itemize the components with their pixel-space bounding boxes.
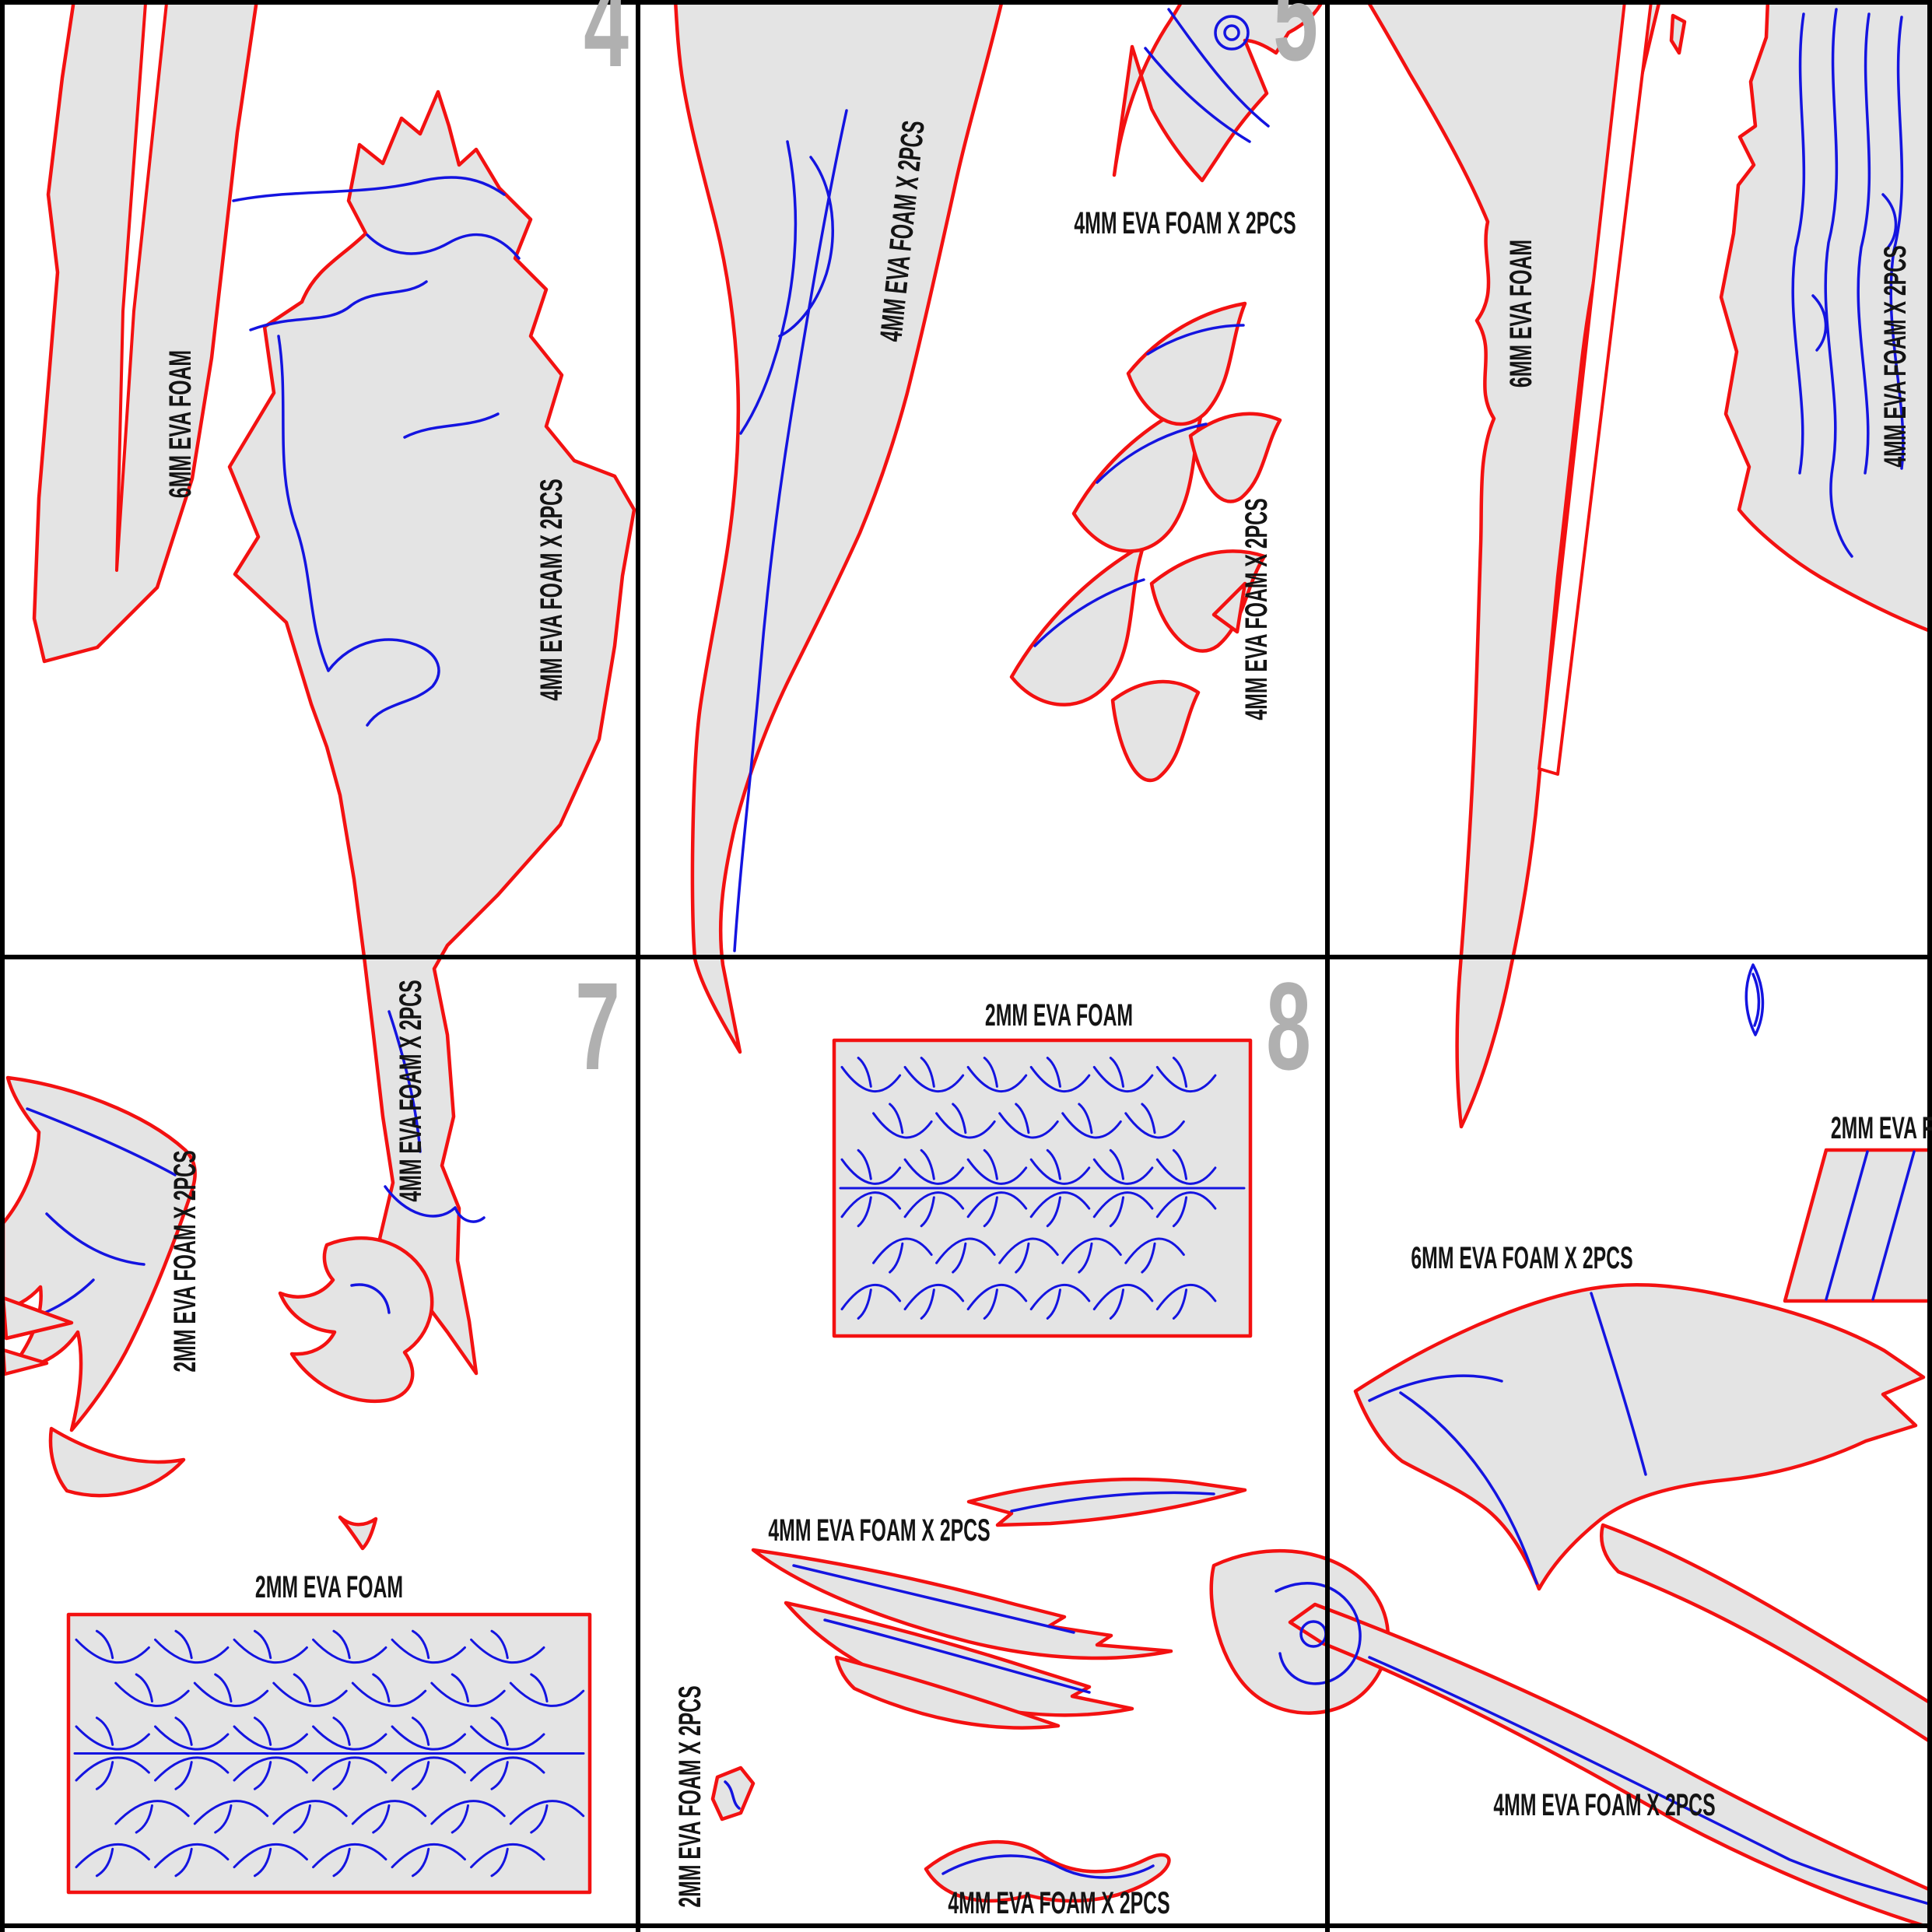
talon-detail-lines: [1144, 8, 1270, 143]
lower-prong-piece: [1599, 1523, 1932, 1745]
label-p8-small: 2MM EVA FOAM X 2PCS: [673, 1685, 707, 1908]
diagonal-strip-piece: [1783, 1148, 1932, 1303]
axe-head-piece: [1353, 1282, 1926, 1591]
page-number-7: 7: [575, 956, 620, 1096]
long-sword-piece: [1365, 0, 1662, 1129]
scale-pattern: [73, 1629, 585, 1878]
wing-detail-lines: [232, 176, 521, 1223]
axe-head-details: [1368, 1292, 1647, 1585]
bottom-wave-detail: [941, 1854, 1155, 1879]
label-p4-wing: 4MM EVA FOAM X 2PCS: [535, 479, 569, 701]
long-curved-blade-piece: [673, 0, 1005, 1054]
talon-circle-inner: [1223, 24, 1240, 41]
small-angled-fragment-detail: [724, 1780, 741, 1810]
scythe-piece: [1, 1075, 197, 1432]
side-spike-fragment: [1669, 13, 1687, 55]
page-number-8: 8: [1266, 956, 1311, 1096]
page-number-5: 5: [1273, 0, 1318, 86]
label-p8-bottom: 4MM EVA FOAM X 2PCS: [948, 1886, 1170, 1920]
label-p6-blade: 6MM EVA FOAM: [1504, 239, 1538, 388]
curl-hook-piece: [278, 1236, 434, 1404]
label-p5-talon: 4MM EVA FOAM X 2PCS: [1074, 206, 1296, 240]
label-p8-scales: 2MM EVA FOAM: [984, 998, 1134, 1033]
diagonal-strip-details: [1825, 1150, 1916, 1301]
label-p5-cluster: 4MM EVA FOAM X 2PCS: [1239, 498, 1274, 721]
label-p7-scythe: 2MM EVA FOAM X 2PCS: [168, 1150, 202, 1373]
crescent-fragment: [48, 1426, 186, 1498]
side-piece-details: [1791, 8, 1905, 558]
jagged-wing-piece: [227, 89, 636, 1376]
page5-pieces: [673, 0, 1325, 1054]
label-p7-scales: 2MM EVA FOAM: [254, 1570, 404, 1604]
page-number-4: 4: [584, 0, 629, 93]
label-p9-shaft: 4MM EVA FOAM X 2PCS: [1493, 1788, 1716, 1822]
label-p9-strip: 2MM EVA F: [1830, 1111, 1932, 1145]
small-tip-fragment: [338, 1515, 378, 1551]
page6-pieces: [1365, 0, 1932, 1129]
page9-pieces: [1353, 1148, 1932, 1745]
label-p8-spear: 4MM EVA FOAM X 2PCS: [768, 1513, 991, 1548]
blade-strip-piece: [32, 0, 259, 664]
label-p7-tail: 4MM EVA FOAM X 2PCS: [394, 980, 428, 1202]
label-p6-side: 4MM EVA FOAM X 2PCS: [1878, 245, 1913, 468]
blade-vein-detail: [733, 109, 848, 952]
talon-piece: [1112, 0, 1325, 183]
leaf-detail-outline: [1744, 963, 1765, 1036]
spear-assembly: [751, 1477, 1932, 1930]
label-p9-axe: 6MM EVA FOAM X 2PCS: [1411, 1241, 1633, 1275]
talon-circle-outer: [1214, 15, 1250, 51]
page8-pieces: [710, 1038, 1932, 1930]
label-p4-blade: 6MM EVA FOAM: [163, 349, 198, 499]
page4-pieces: [32, 0, 636, 1376]
fragment-cluster: [1009, 301, 1282, 782]
page7-pieces: [1, 1075, 592, 1895]
scale-pattern: [839, 1057, 1246, 1320]
curl-hook-detail: [350, 1283, 391, 1314]
